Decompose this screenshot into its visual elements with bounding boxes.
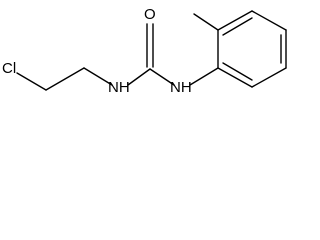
ring-inner-bond-1 xyxy=(222,17,253,36)
amine-right-label: NH xyxy=(170,79,192,96)
ring-bond-5 xyxy=(251,67,287,88)
ring-bond-3 xyxy=(251,10,287,31)
ring-inner-bond-3 xyxy=(222,62,253,81)
bond-cl-c1 xyxy=(16,72,47,91)
ring-bond-6 xyxy=(217,67,253,88)
bond-c1-c2 xyxy=(45,67,85,91)
chemical-structure: Cl NH O NH xyxy=(2,6,287,96)
carbonyl-oxygen-label: O xyxy=(144,6,156,23)
amine-left-label: NH xyxy=(108,79,130,96)
bond-n1-carbonyl xyxy=(127,68,151,86)
bond-c2-n1 xyxy=(83,67,113,86)
ring-bond-2 xyxy=(217,10,253,31)
bond-ring-methyl xyxy=(193,13,219,31)
chlorine-label: Cl xyxy=(2,60,16,77)
bond-carbonyl-n2 xyxy=(149,68,175,86)
bond-n2-ring xyxy=(189,67,219,86)
